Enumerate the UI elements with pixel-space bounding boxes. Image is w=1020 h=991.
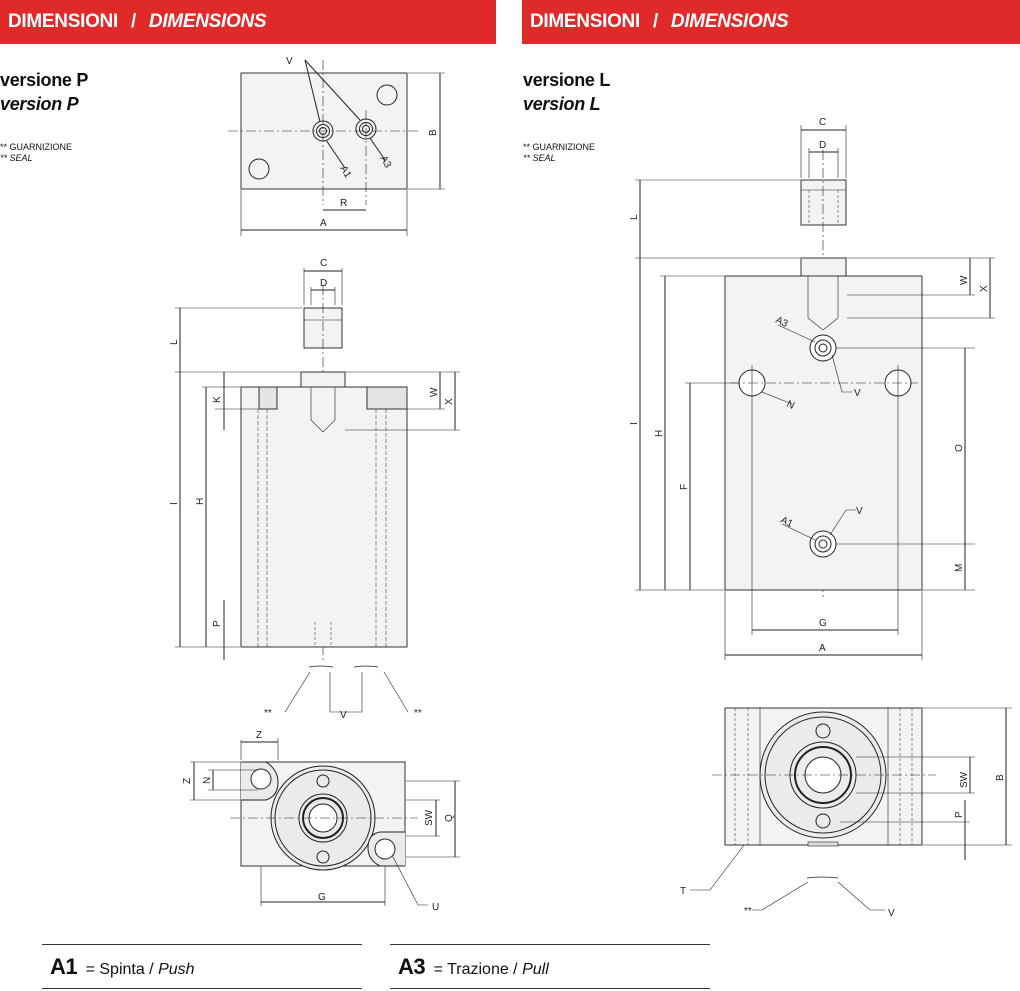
l-label-o: O <box>954 444 965 452</box>
l-label-x: X <box>979 285 990 292</box>
l-label-w: W <box>959 275 970 285</box>
l-label-p: P <box>954 811 965 818</box>
p-label-h: H <box>195 498 206 505</box>
p-label-c-side: C <box>320 258 327 269</box>
p-top-view <box>228 59 445 236</box>
l-label-l: L <box>629 214 640 220</box>
version-l-seal-en: ** SEAL <box>523 153 556 163</box>
p-label-x: X <box>444 398 455 405</box>
l-label-d: D <box>819 140 826 151</box>
version-p-title-it: versione P <box>0 70 89 90</box>
legend-a1: A1 = Spinta / Push <box>42 944 362 989</box>
p-label-p-side: P <box>212 620 223 627</box>
l-label-i: I <box>629 422 640 425</box>
legend-a3-en: Pull <box>522 961 549 978</box>
p-label-l: L <box>169 339 180 345</box>
header-right-it: DIMENSIONI <box>530 11 640 32</box>
p-label-b-top: B <box>428 129 439 136</box>
l-label-v-top: V <box>854 388 861 399</box>
version-l-title-en: version L <box>523 94 601 114</box>
header-left-sep: / <box>130 11 136 32</box>
header-left: DIMENSIONI / DIMENSIONS <box>0 0 496 44</box>
l-label-m: M <box>954 564 965 572</box>
p-label-u: U <box>432 902 439 913</box>
l-label-t: T <box>680 886 686 897</box>
p-label-z-top: Z <box>256 730 262 741</box>
version-p-seal-it: ** GUARNIZIONE <box>0 142 73 152</box>
header-right: DIMENSIONI / DIMENSIONS <box>522 0 1020 44</box>
l-bottom-view <box>690 707 1012 911</box>
version-l-seal-it: ** GUARNIZIONE <box>523 142 596 152</box>
header-right-en: DIMENSIONS <box>670 11 789 32</box>
p-label-v-top: V <box>286 56 293 67</box>
version-l-title: versione L version L <box>523 68 610 116</box>
p-label-v-seal: V <box>340 710 347 721</box>
l-side-view <box>635 125 995 660</box>
legend-a1-en: Push <box>158 961 195 978</box>
version-p-seal: ** GUARNIZIONE ** SEAL <box>0 142 72 164</box>
legend-a3: A3 = Trazione / Pull <box>390 944 710 989</box>
l-label-v-bottom: V <box>856 506 863 517</box>
version-l-seal: ** GUARNIZIONE ** SEAL <box>523 142 595 164</box>
header-right-sep: / <box>652 11 658 32</box>
header-left-en: DIMENSIONS <box>148 11 267 32</box>
l-label-g: G <box>819 618 827 629</box>
version-p-title: versione P version P <box>0 68 88 116</box>
p-label-z-side: Z <box>182 778 193 784</box>
legend-a1-code: A1 <box>50 954 78 979</box>
header-left-it: DIMENSIONI <box>8 11 118 32</box>
p-label-a-top: A <box>320 218 327 229</box>
p-label-n-bottom: N <box>202 777 213 784</box>
version-p-seal-en: ** SEAL <box>0 153 33 163</box>
l-label-h: H <box>654 430 665 437</box>
p-label-k: K <box>212 396 223 403</box>
l-label-a1: A1 <box>779 515 795 530</box>
p-label-star-right: ** <box>414 708 422 719</box>
l-label-c: C <box>819 117 826 128</box>
l-label-v-seal: V <box>888 908 895 919</box>
p-side-view <box>175 268 460 713</box>
p-label-q: Q <box>444 814 455 822</box>
version-l-title-it: versione L <box>523 70 611 90</box>
p-label-r: R <box>340 198 347 209</box>
legend-a1-it: = Spinta / <box>85 961 154 978</box>
l-label-n: N <box>785 399 796 412</box>
l-label-star: ** <box>744 906 752 917</box>
technical-drawing: V A1 A3 B R A <box>169 56 1012 919</box>
l-label-a3: A3 <box>774 315 790 330</box>
p-label-a3-top: A3 <box>377 154 393 170</box>
l-label-f: F <box>679 484 690 490</box>
p-label-a1-top: A1 <box>337 164 353 180</box>
p-label-i: I <box>169 502 180 505</box>
legend-a3-it: = Trazione / <box>433 961 518 978</box>
p-label-w: W <box>429 387 440 397</box>
l-label-sw: SW <box>959 771 970 788</box>
l-label-b: B <box>995 774 1006 781</box>
p-label-star-left: ** <box>264 708 272 719</box>
p-label-g: G <box>318 892 326 903</box>
p-bottom-view <box>190 738 460 906</box>
version-p-title-en: version P <box>0 94 79 114</box>
legend-a3-code: A3 <box>398 954 426 979</box>
p-label-sw: SW <box>424 809 435 826</box>
p-label-d-side: D <box>320 278 327 289</box>
l-label-a: A <box>819 643 826 654</box>
